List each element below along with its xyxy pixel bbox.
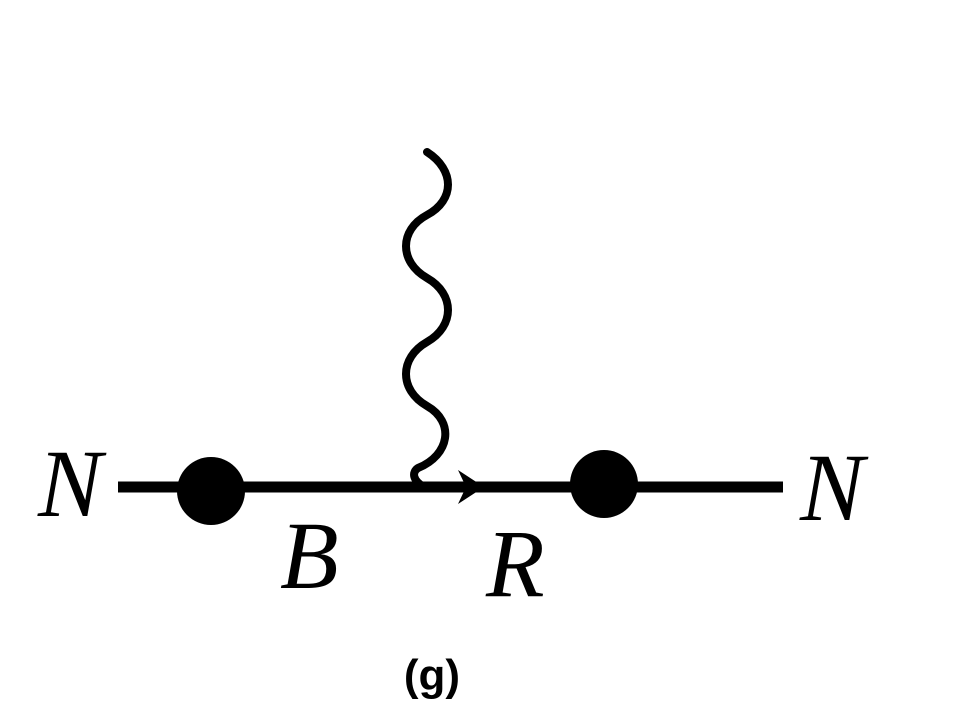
left-nucleon-label: N [37,430,107,537]
right-nucleon-label: N [799,434,869,541]
left-segment-label: B [280,502,339,609]
right-segment-label: R [485,510,545,617]
diagram-caption: (g) [404,651,460,700]
left-vertex [177,457,245,525]
right-vertex [570,450,638,518]
photon-wavy-line [402,148,452,491]
arrow-head [458,470,484,504]
